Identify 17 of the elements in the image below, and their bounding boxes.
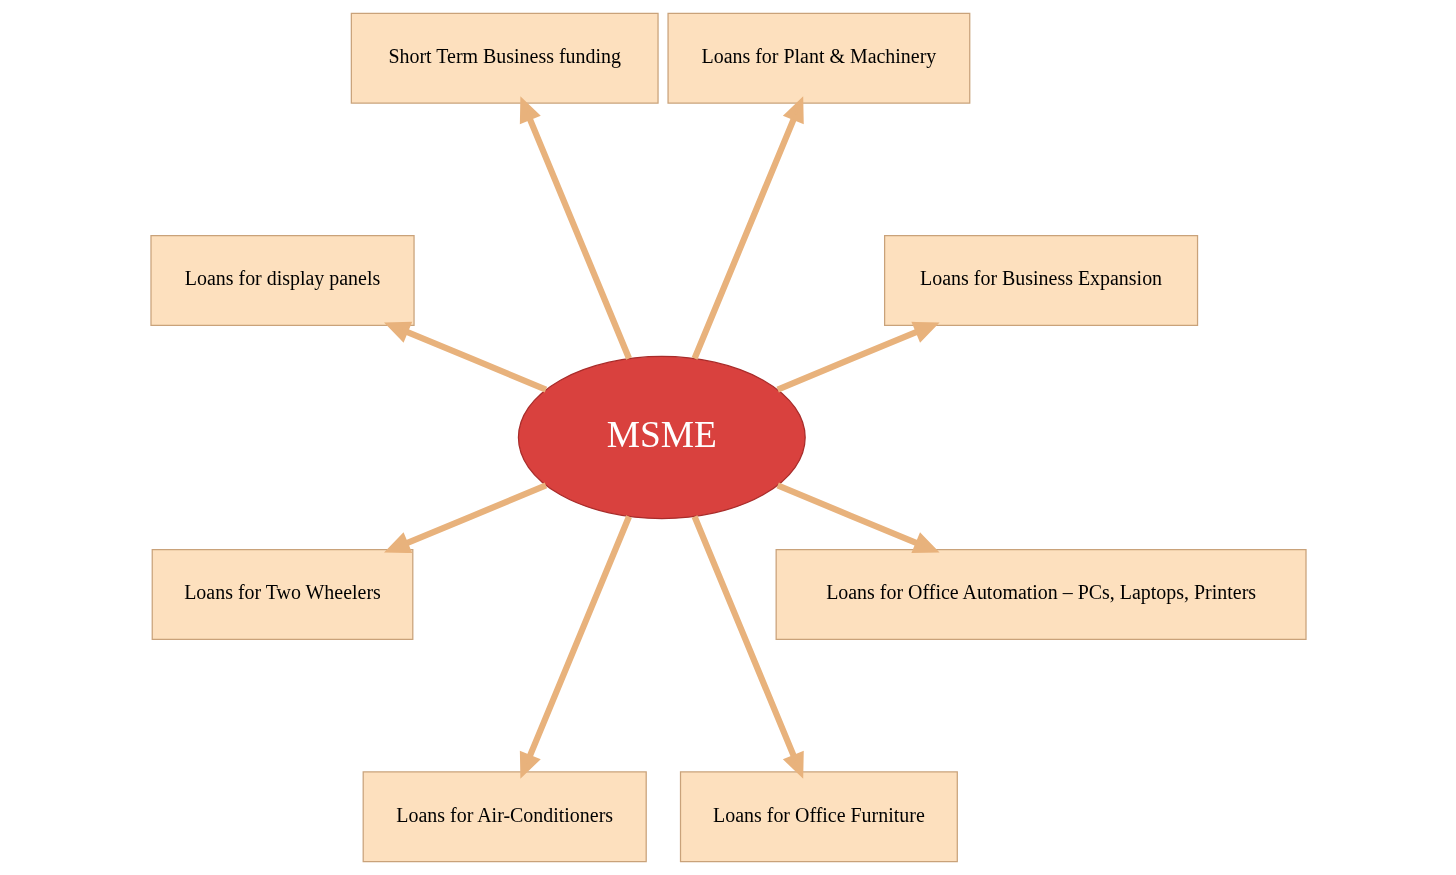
- node-box: Loans for display panels: [149, 234, 415, 326]
- node-ellipse: MSME: [517, 355, 806, 520]
- arrow: [691, 515, 804, 779]
- node-box: Loans for Two Wheelers: [151, 549, 413, 641]
- node-box: Loans for Air-Conditioners: [362, 771, 647, 863]
- arrow: [383, 482, 547, 554]
- node-box: Short Term Business funding: [350, 12, 659, 104]
- node-box: Loans for Office Furniture: [679, 771, 958, 863]
- arrow: [519, 515, 632, 779]
- node-box: Loans for Business Expansion: [883, 234, 1198, 326]
- arrow: [383, 321, 547, 393]
- arrow: [519, 96, 632, 360]
- node-box: Loans for Plant & Machinery: [666, 12, 970, 104]
- arrow: [691, 96, 804, 360]
- node-box: Loans for Office Automation – PCs, Laptops, Printers: [775, 549, 1307, 641]
- arrow: [775, 321, 940, 393]
- arrow: [775, 482, 940, 554]
